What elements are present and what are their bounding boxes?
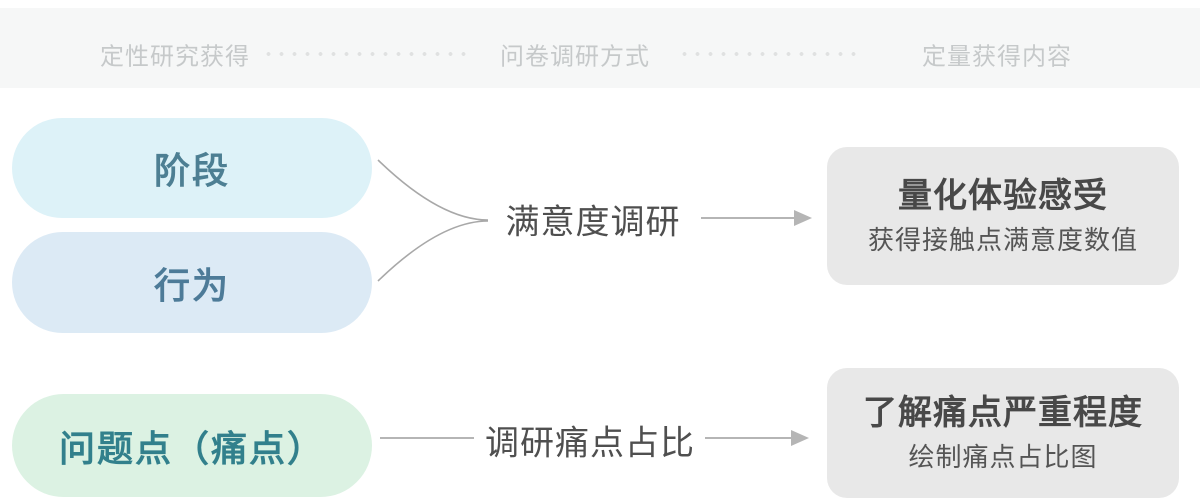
node-stage: 阶段 xyxy=(12,118,372,218)
node-stage-label: 阶段 xyxy=(153,150,230,191)
dotted-divider xyxy=(262,51,474,57)
outcome-title: 了解痛点严重程度 xyxy=(863,393,1143,432)
brace-curve-bottom xyxy=(377,220,489,282)
brace-curve-top xyxy=(377,159,489,221)
outcome-pain-severity: 了解痛点严重程度 绘制痛点占比图 xyxy=(827,368,1179,498)
arrow-right-icon xyxy=(791,430,809,446)
outcome-subtitle: 绘制痛点占比图 xyxy=(908,442,1098,473)
outcome-quantify-experience: 量化体验感受 获得接触点满意度数值 xyxy=(827,147,1179,285)
node-behavior-label: 行为 xyxy=(153,264,230,306)
header-label-quantitative: 定量获得内容 xyxy=(922,43,1072,71)
method-pain-ratio-survey: 调研痛点占比 xyxy=(485,424,695,463)
header-bar: 定性研究获得 问卷调研方式 定量获得内容 xyxy=(0,8,1200,88)
header-label-qualitative: 定性研究获得 xyxy=(100,43,250,71)
node-behavior: 行为 xyxy=(12,232,372,333)
method-satisfaction-survey: 满意度调研 xyxy=(505,203,681,242)
header-label-method: 问卷调研方式 xyxy=(500,43,650,71)
node-pain-point-label: 问题点（痛点） xyxy=(58,427,325,469)
outcome-subtitle: 获得接触点满意度数值 xyxy=(867,225,1138,256)
outcome-title: 量化体验感受 xyxy=(898,176,1108,215)
node-pain-point: 问题点（痛点） xyxy=(12,394,372,497)
dotted-divider xyxy=(678,51,858,57)
arrow-right-icon xyxy=(794,210,812,226)
